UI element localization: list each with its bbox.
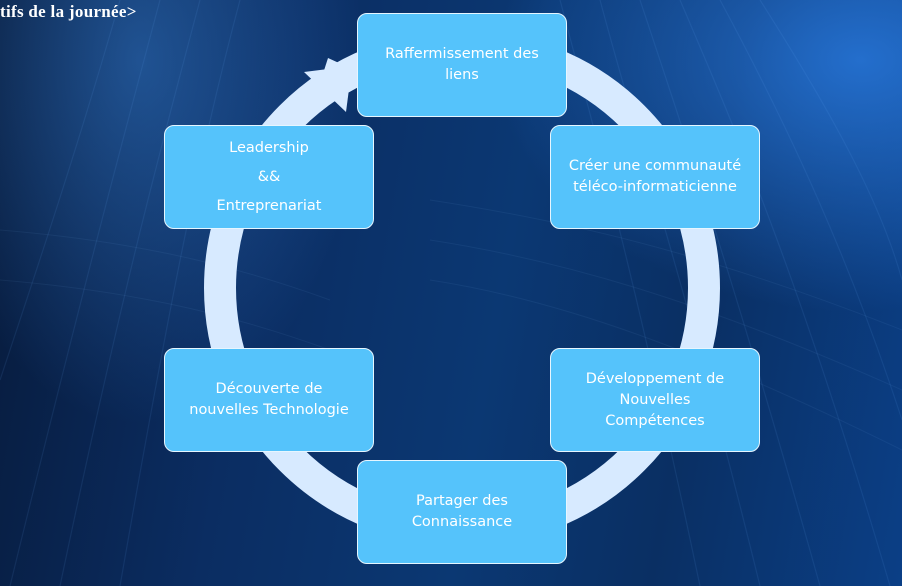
step-communaute: Créer une communauté téléco-informaticie… [550,125,760,229]
step-leadership-line-2: && [257,168,281,185]
step-competences-line-3: Compétences [605,412,705,429]
step-partager: Partager des Connaissance [357,460,567,564]
step-leadership-line-1: Leadership [229,139,309,156]
step-raffermissement-line-1: Raffermissement des [385,46,539,62]
step-decouverte-line-1: Découverte de [215,381,323,397]
step-communaute-line-2: téléco-informaticienne [573,179,737,195]
step-communaute-line-1: Créer une communauté [568,158,742,174]
step-competences: Développement de Nouvelles Compétences [550,348,760,452]
step-partager-line-2: Connaissance [411,514,513,530]
cycle-arrowhead-icon [304,66,352,112]
step-leadership-line-3: Entreprenariat [216,197,322,214]
step-raffermissement-line-2: liens [445,67,479,83]
cycle-ring-path [204,30,720,546]
slide-title: tifs de la journée> [0,2,137,21]
step-decouverte: Découverte de nouvelles Technologie [164,348,374,452]
step-decouverte-line-2: nouvelles Technologie [189,402,349,418]
step-partager-line-1: Partager des [416,493,508,509]
step-competences-line-2: Nouvelles [619,391,691,408]
step-competences-line-1: Développement de [585,370,725,387]
step-raffermissement: Raffermissement des liens [357,13,567,117]
step-leadership: Leadership && Entreprenariat [164,125,374,229]
